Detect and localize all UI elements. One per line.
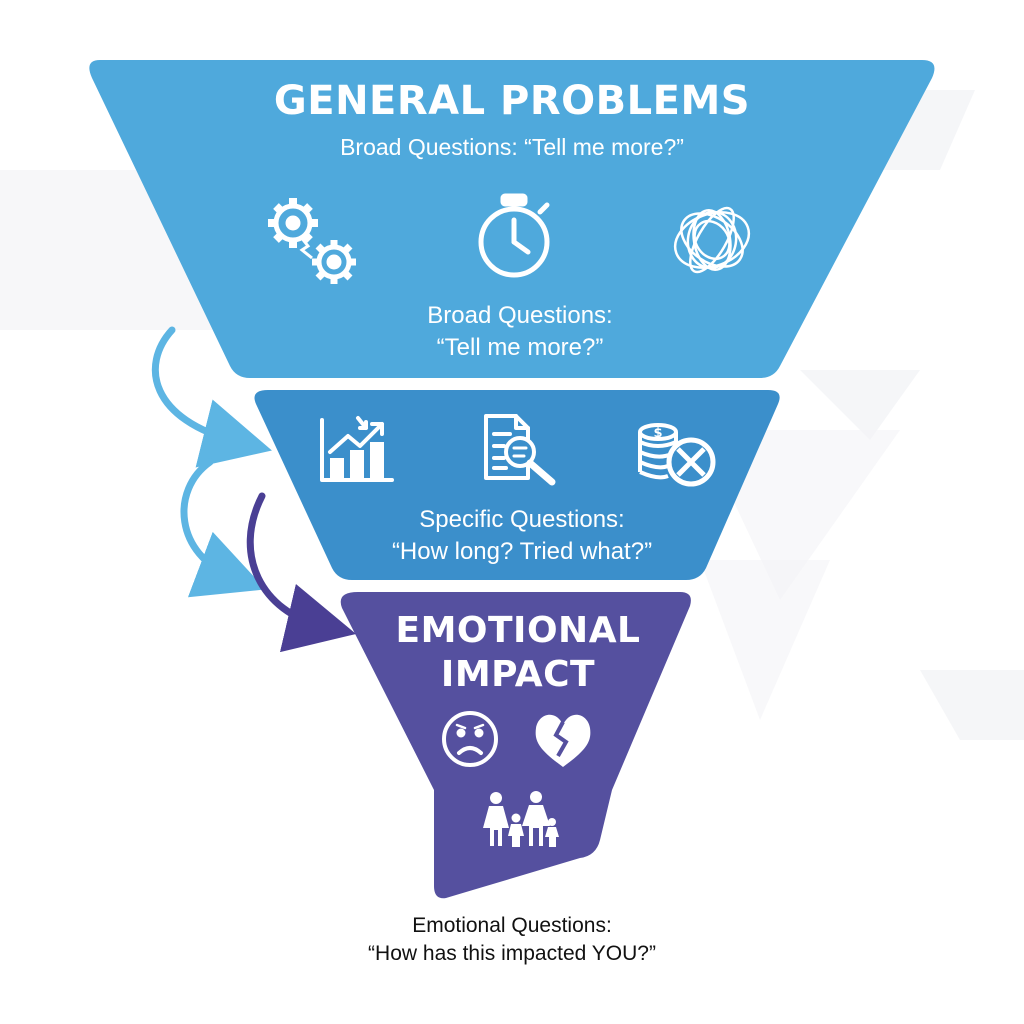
document-search-icon	[484, 414, 556, 486]
bar-chart-trend-icon	[320, 416, 394, 482]
funnel-top-caption-line2: “Tell me more?”	[436, 334, 604, 361]
funnel-top-subtitle: Broad Questions: “Tell me more?”	[340, 134, 684, 160]
stopwatch-icon	[478, 193, 550, 278]
svg-text:$: $	[653, 426, 662, 441]
footer-line1: Emotional Questions:	[412, 914, 612, 937]
funnel-bottom-title-line2: IMPACT	[440, 654, 596, 695]
broken-gears-icon	[268, 198, 356, 284]
funnel-top-title: GENERAL PROBLEMS	[273, 78, 751, 124]
funnel-bottom-band	[340, 592, 691, 899]
funnel-top-caption-line1: Broad Questions:	[427, 302, 613, 329]
funnel-bottom-title-line1: EMOTIONAL	[395, 610, 641, 651]
footer-line2: “How has this impacted YOU?”	[368, 942, 656, 965]
coins-cancel-icon: $	[638, 423, 716, 487]
family-icon	[483, 791, 559, 847]
sad-face-icon	[442, 711, 498, 767]
funnel-middle-caption-line1: Specific Questions:	[419, 506, 625, 533]
broken-heart-icon	[535, 714, 591, 767]
arrow-to-emotional	[246, 492, 357, 653]
arrow-top-to-middle	[151, 326, 272, 468]
arrow-middle-to-bottom	[180, 458, 266, 598]
funnel-middle-caption-line2: “How long? Tried what?”	[391, 538, 653, 565]
tangled-knot-icon	[673, 206, 751, 274]
